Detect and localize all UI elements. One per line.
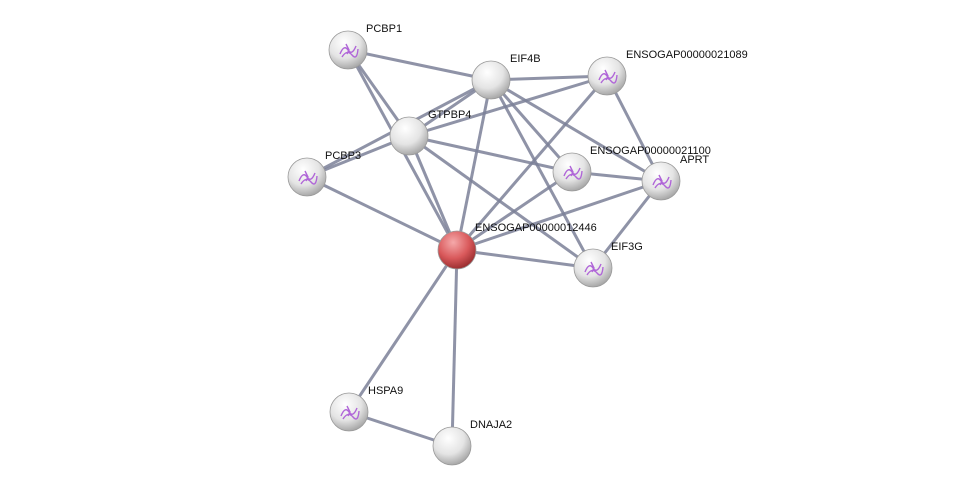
node-label: EIF3G: [611, 241, 643, 253]
edge-GTPBP4-ENSOGAP00000021089[interactable]: [408, 74, 608, 138]
edge-GTPBP4-ENSOGAP00000021100[interactable]: [408, 134, 573, 174]
protein-structure-icon: [584, 261, 604, 276]
edge-ENSOGAP00000012446-DNAJA2[interactable]: [450, 249, 459, 447]
node-APRT[interactable]: APRT: [641, 154, 709, 201]
node-sphere[interactable]: [471, 60, 511, 100]
node-label: GTPBP4: [428, 109, 471, 121]
node-label: PCBP3: [325, 150, 361, 162]
edge-ENSOGAP00000021100-ENSOGAP00000012446[interactable]: [456, 170, 573, 252]
node-sphere[interactable]: [437, 230, 477, 270]
node-sphere[interactable]: [389, 116, 429, 156]
node-sphere[interactable]: [432, 426, 472, 466]
node-PCBP3[interactable]: PCBP3: [287, 150, 361, 197]
node-EIF3G[interactable]: EIF3G: [573, 241, 643, 288]
node-label: PCBP1: [366, 23, 402, 35]
edge-PCBP3-ENSOGAP00000012446[interactable]: [306, 175, 458, 252]
node-ENSOGAP00000021100[interactable]: ENSOGAP00000021100: [552, 145, 711, 192]
edge-EIF4B-ENSOGAP00000021100[interactable]: [489, 79, 574, 173]
protein-structure-icon: [652, 174, 672, 189]
node-PCBP1[interactable]: PCBP1: [328, 23, 402, 70]
node-label: ENSOGAP00000021089: [626, 49, 748, 61]
edge-ENSOGAP00000021089-APRT[interactable]: [605, 75, 663, 182]
node-GTPBP4[interactable]: GTPBP4: [389, 109, 471, 156]
node-DNAJA2[interactable]: DNAJA2: [432, 419, 512, 466]
edge-APRT-ENSOGAP00000012446[interactable]: [456, 179, 662, 252]
edge-GTPBP4-ENSOGAP00000012446[interactable]: [407, 135, 459, 251]
node-ENSOGAP00000012446[interactable]: ENSOGAP00000012446: [437, 222, 597, 270]
edge-ENSOGAP00000012446-HSPA9[interactable]: [347, 249, 459, 413]
protein-structure-icon: [298, 170, 318, 185]
node-label: ENSOGAP00000012446: [475, 222, 597, 234]
protein-structure-icon: [339, 43, 359, 58]
edge-ENSOGAP00000021089-ENSOGAP00000012446[interactable]: [455, 75, 609, 251]
protein-structure-icon: [598, 69, 618, 84]
protein-structure-icon: [563, 165, 583, 180]
edge-ENSOGAP00000012446-EIF3G[interactable]: [456, 248, 594, 270]
node-label: DNAJA2: [470, 419, 512, 431]
protein-structure-icon: [340, 405, 360, 420]
node-label: APRT: [680, 154, 709, 166]
node-label: HSPA9: [368, 385, 403, 397]
node-EIF4B[interactable]: EIF4B: [471, 53, 541, 100]
edge-GTPBP4-EIF3G[interactable]: [408, 134, 594, 270]
node-label: ENSOGAP00000021100: [590, 145, 711, 157]
node-ENSOGAP00000021089[interactable]: ENSOGAP00000021089: [587, 49, 748, 96]
edge-PCBP1-EIF4B[interactable]: [347, 48, 492, 82]
node-HSPA9[interactable]: HSPA9: [329, 385, 403, 432]
edge-EIF4B-EIF3G[interactable]: [489, 79, 595, 269]
edge-EIF4B-APRT[interactable]: [490, 78, 662, 183]
node-label: EIF4B: [510, 53, 541, 65]
edge-EIF4B-ENSOGAP00000012446[interactable]: [455, 79, 493, 251]
